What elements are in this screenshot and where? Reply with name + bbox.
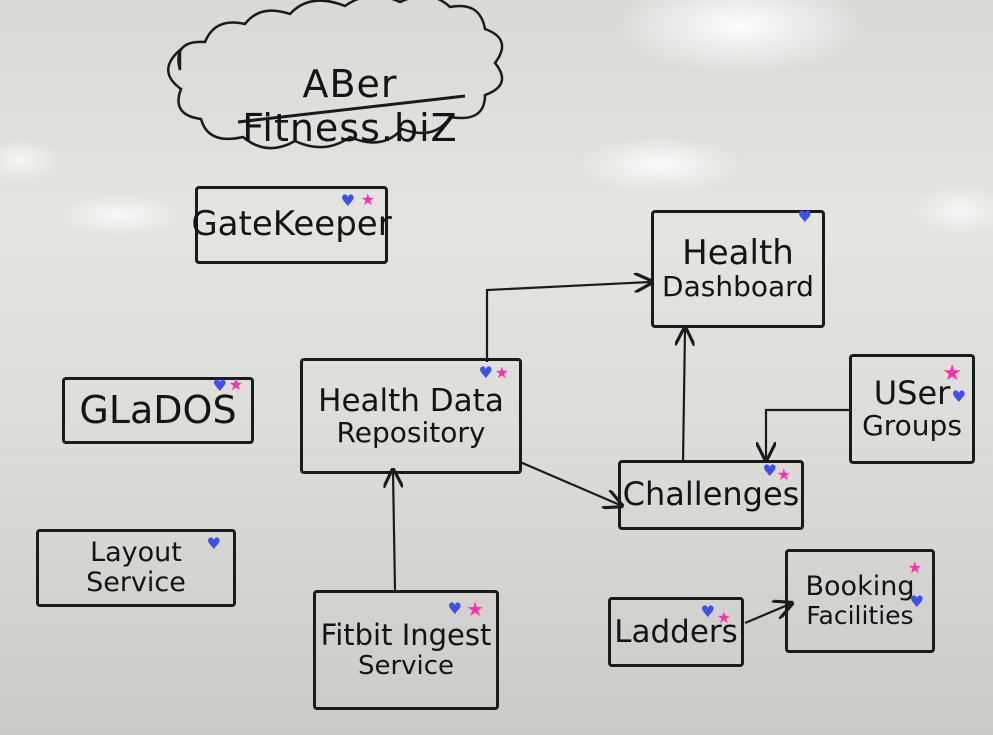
star-icon: ★ [776, 465, 791, 484]
heart-icon: ♥ [447, 599, 462, 618]
edge-ladders-to-booking [744, 604, 790, 625]
heart-icon: ♥ [762, 461, 777, 480]
node-glados: GLaDOS ♥ ★ [62, 377, 254, 444]
edge-fitbit-to-repository [393, 472, 395, 591]
heart-icon: ♥ [951, 387, 966, 406]
edge-usergroups-to-challenges [766, 408, 850, 458]
node-user-groups-label-line1: USer [873, 374, 951, 412]
node-user-groups-label-line2: Groups [862, 409, 962, 443]
title-underline [237, 94, 466, 124]
node-health-data-repository-label-line1: Health Data [318, 382, 504, 419]
node-health-dashboard: Health Dashboard ♥ [651, 207, 825, 328]
node-challenges-label: Challenges [622, 475, 800, 514]
star-icon: ★ [907, 558, 922, 577]
star-icon: ★ [494, 363, 509, 382]
node-booking-facilities-label-line2: Facilities [806, 601, 914, 631]
title-cloud [167, 0, 504, 150]
star-icon: ★ [716, 608, 731, 627]
heart-icon: ♥ [797, 207, 812, 226]
node-health-dashboard-label-line1: Health [682, 232, 794, 273]
node-layout-service: Layout Service ♥ [36, 529, 236, 607]
edge-challenges-to-dashboard [683, 330, 685, 463]
node-ladders-label: Ladders [614, 613, 738, 650]
star-icon: ★ [466, 597, 484, 621]
node-health-dashboard-label-line2: Dashboard [662, 270, 814, 304]
node-booking-facilities-label-line1: Booking [805, 571, 915, 603]
star-icon: ★ [360, 190, 375, 209]
node-layout-service-label: Layout Service [86, 537, 186, 598]
node-gatekeeper: GateKeeper ♥ ★ [191, 186, 392, 264]
node-fitbit-ingest-service-label-line2: Service [357, 650, 455, 681]
heart-icon: ♥ [700, 602, 715, 621]
node-fitbit-ingest-service-label-line1: Fitbit Ingest [320, 617, 492, 652]
node-ladders: Ladders ♥ ★ [608, 597, 744, 667]
heart-icon: ♥ [478, 363, 493, 382]
heart-icon: ♥ [340, 191, 355, 210]
star-icon: ★ [942, 361, 962, 386]
diagram-title: ABer Fitness.biZ [242, 62, 458, 150]
node-fitbit-ingest-service: Fitbit Ingest Service ♥ ★ [313, 590, 499, 710]
node-glados-label: GLaDOS [79, 387, 237, 432]
node-health-data-repository: Health Data Repository ♥ ★ [300, 358, 522, 474]
heart-icon: ♥ [212, 376, 227, 395]
node-health-data-repository-label-line2: Repository [336, 415, 486, 449]
heart-icon: ♥ [206, 534, 221, 553]
edge-repository-to-dashboard [485, 282, 650, 362]
edge-repository-to-challenges [519, 460, 620, 505]
star-icon: ★ [228, 375, 243, 394]
node-booking-facilities: Booking Facilities ★ ♥ [785, 549, 935, 653]
node-user-groups: USer Groups ★ ♥ [849, 354, 975, 464]
node-gatekeeper-label: GateKeeper [191, 204, 392, 245]
heart-icon: ♥ [909, 592, 924, 611]
node-challenges: Challenges ♥ ★ [618, 460, 804, 530]
